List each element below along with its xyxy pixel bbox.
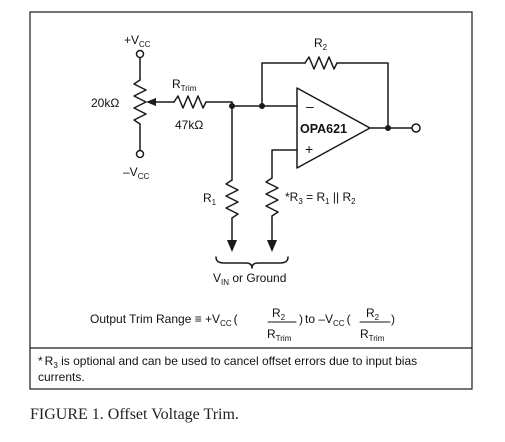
vcc-neg-label: –VCC xyxy=(123,165,149,181)
opamp-triangle xyxy=(296,87,371,169)
input-brace xyxy=(215,256,289,269)
equation-paren-end: ) xyxy=(391,312,395,326)
fraction1-denominator: RTrim xyxy=(267,327,292,343)
rtrim-label: RTrim xyxy=(172,77,197,93)
vcc-pos-terminal xyxy=(135,49,145,59)
output-trim-equation: Output Trim Range ≡ +VCC( R2 RTrim )to –… xyxy=(90,306,395,343)
note-line-2: currents. xyxy=(38,370,85,384)
rtrim-value-label: 47kΩ xyxy=(175,118,203,132)
pot-wiper-arrow xyxy=(146,98,156,106)
r1-resistor xyxy=(225,179,239,219)
figure-caption: FIGURE 1. Offset Voltage Trim. xyxy=(30,406,239,423)
figure-frame xyxy=(29,11,473,390)
fraction1-numerator: R2 xyxy=(272,306,286,322)
vcc-pos-label: +VCC xyxy=(124,33,151,49)
vcc-neg-terminal xyxy=(135,149,145,159)
fraction2-denominator: RTrim xyxy=(360,327,385,343)
r2-resistor xyxy=(304,56,338,70)
r1-arrow xyxy=(227,240,237,252)
inverting-sign: – xyxy=(306,98,314,114)
r3-arrow xyxy=(267,240,277,252)
circuit-schematic xyxy=(133,49,421,269)
r3-label: *R3 = R1 || R2 xyxy=(285,190,356,206)
noninverting-sign: + xyxy=(305,141,313,157)
vin-label: VIN or Ground xyxy=(213,271,286,287)
r1-label: R1 xyxy=(203,191,217,207)
note-line-1: *R3 is optional and can be used to cance… xyxy=(38,354,417,370)
equation-text: Output Trim Range ≡ +VCC( xyxy=(90,312,238,328)
pot-value-label: 20kΩ xyxy=(91,96,119,110)
r2-label: R2 xyxy=(314,36,328,52)
opamp-label: OPA621 xyxy=(300,122,347,136)
equation-text-mid: )to –VCC( xyxy=(299,312,351,328)
output-terminal xyxy=(411,123,421,133)
junction-output xyxy=(385,125,391,131)
fraction2-numerator: R2 xyxy=(366,306,380,322)
r3-resistor xyxy=(265,177,279,217)
pot-20k-resistor xyxy=(133,79,147,125)
rtrim-resistor xyxy=(173,95,207,109)
